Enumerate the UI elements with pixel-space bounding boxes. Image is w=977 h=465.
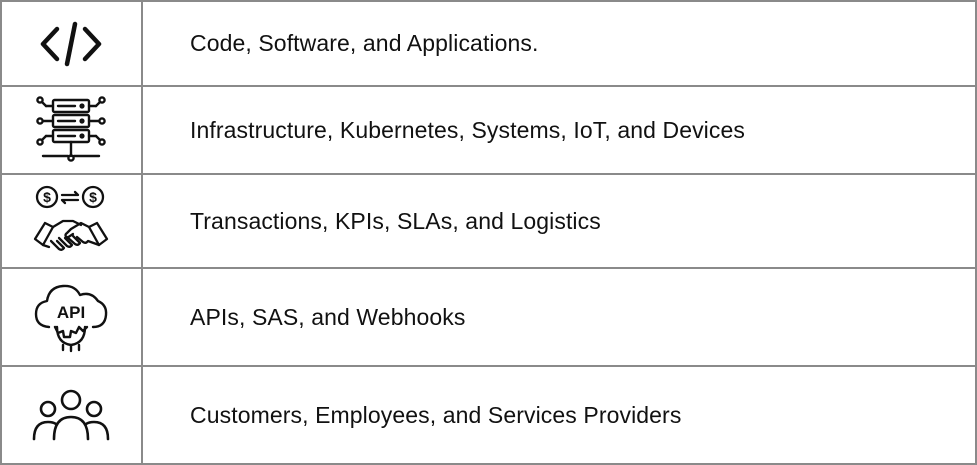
- row-label: Code, Software, and Applications.: [190, 30, 539, 56]
- row-label: Infrastructure, Kubernetes, Systems, IoT…: [190, 116, 745, 143]
- icon-cell: [0, 367, 142, 463]
- row-divider: [0, 85, 977, 87]
- row-divider: [0, 173, 977, 175]
- table-row: Infrastructure, Kubernetes, Systems, IoT…: [0, 87, 977, 173]
- svg-text:$: $: [89, 189, 97, 205]
- api-icon-text: API: [57, 303, 85, 322]
- row-divider: [0, 365, 977, 367]
- row-divider: [0, 267, 977, 269]
- table-border-bottom: [0, 463, 977, 465]
- table-border-top: [0, 0, 977, 2]
- server-network-icon: [35, 96, 107, 164]
- code-icon: [39, 19, 103, 69]
- table-row: API APIs, SAS, and Webhooks: [0, 269, 977, 365]
- people-group-icon: [32, 389, 110, 441]
- table-border-right: [975, 0, 977, 465]
- api-cloud-gear-icon: API: [33, 281, 109, 353]
- icon-cell: $ $: [0, 175, 142, 267]
- table-row: Customers, Employees, and Services Provi…: [0, 367, 977, 463]
- handshake-money-icon: $ $: [33, 185, 109, 257]
- table-row: $ $: [0, 175, 977, 267]
- svg-text:$: $: [43, 189, 51, 205]
- icon-cell: [0, 87, 142, 173]
- icon-cell: [0, 2, 142, 85]
- row-label: Transactions, KPIs, SLAs, and Logistics: [190, 207, 601, 234]
- row-label: Customers, Employees, and Services Provi…: [190, 401, 682, 428]
- icon-cell: API: [0, 269, 142, 365]
- column-divider: [141, 0, 143, 465]
- table-border-left: [0, 0, 2, 465]
- row-label: APIs, SAS, and Webhooks: [190, 303, 466, 330]
- table-row: Code, Software, and Applications.: [0, 2, 977, 85]
